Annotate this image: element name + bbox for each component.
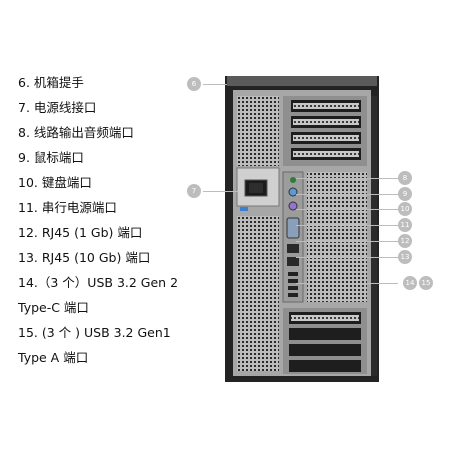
callout-11: 11 <box>398 218 412 232</box>
leader-line-14 <box>296 283 398 284</box>
legend-item-9: 9. 鼠标端口 <box>18 150 84 165</box>
psu-vent-top <box>237 96 279 166</box>
expansion-slot <box>289 360 361 372</box>
usb-port <box>288 293 298 297</box>
leader-line-11 <box>296 225 398 226</box>
expansion-slot <box>289 328 361 340</box>
legend-item-15: 15. (3 个 ) USB 3.2 Gen1 <box>18 325 171 340</box>
legend-item-12: 12. RJ45 (1 Gb) 端口 <box>18 225 143 240</box>
power-supply <box>236 167 280 207</box>
lower-left-vent <box>237 216 279 371</box>
usb-port <box>288 279 298 283</box>
legend-item-14: 14.（3 个）USB 3.2 Gen 2 <box>18 275 179 290</box>
legend-item-8: 8. 线路输出音频端口 <box>18 125 134 140</box>
callout-12: 12 <box>398 234 412 248</box>
leader-line-13 <box>296 257 398 258</box>
legend-item-10: 10. 键盘端口 <box>18 175 92 190</box>
audio-line-out-port <box>290 177 296 183</box>
callout-10: 10 <box>398 202 412 216</box>
leader-line-6 <box>203 84 227 85</box>
legend-item-13: 13. RJ45 (10 Gb) 端口 <box>18 250 151 265</box>
leader-line-7 <box>203 191 238 192</box>
rj45-1gb-port <box>287 244 299 253</box>
legend-item-11: 11. 串行电源端口 <box>18 200 117 215</box>
callout-15: 15 <box>419 276 433 290</box>
port-legend: 6. 机箱提手 7. 电源线接口 8. 线路输出音频端口 9. 鼠标端口 10.… <box>18 70 203 370</box>
serial-port <box>286 217 300 239</box>
leader-line-10 <box>296 209 398 210</box>
leader-line-9 <box>296 194 398 195</box>
callout-7: 7 <box>187 184 201 198</box>
mouse-port <box>288 187 298 197</box>
leader-line-8 <box>296 178 398 179</box>
legend-item-15-cont: Type A 端口 <box>18 350 89 365</box>
legend-item-6: 6. 机箱提手 <box>18 75 84 90</box>
usb-port <box>288 272 298 276</box>
leader-line-12 <box>296 241 398 242</box>
legend-item-14-cont: Type-C 端口 <box>18 300 89 315</box>
callout-14: 14 <box>403 276 417 290</box>
usb-port <box>288 286 298 290</box>
rear-fan-vent <box>307 172 367 302</box>
callout-13: 13 <box>398 250 412 264</box>
workstation-tower-rear <box>225 76 379 382</box>
callout-6: 6 <box>187 77 201 91</box>
callout-9: 9 <box>398 187 412 201</box>
legend-item-7: 7. 电源线接口 <box>18 100 97 115</box>
tower-illustration <box>225 76 379 382</box>
keyboard-port <box>288 201 298 211</box>
chassis-handle <box>227 76 377 86</box>
rj45-10gb-port <box>287 257 299 266</box>
callout-8: 8 <box>398 171 412 185</box>
expansion-slot <box>289 344 361 356</box>
